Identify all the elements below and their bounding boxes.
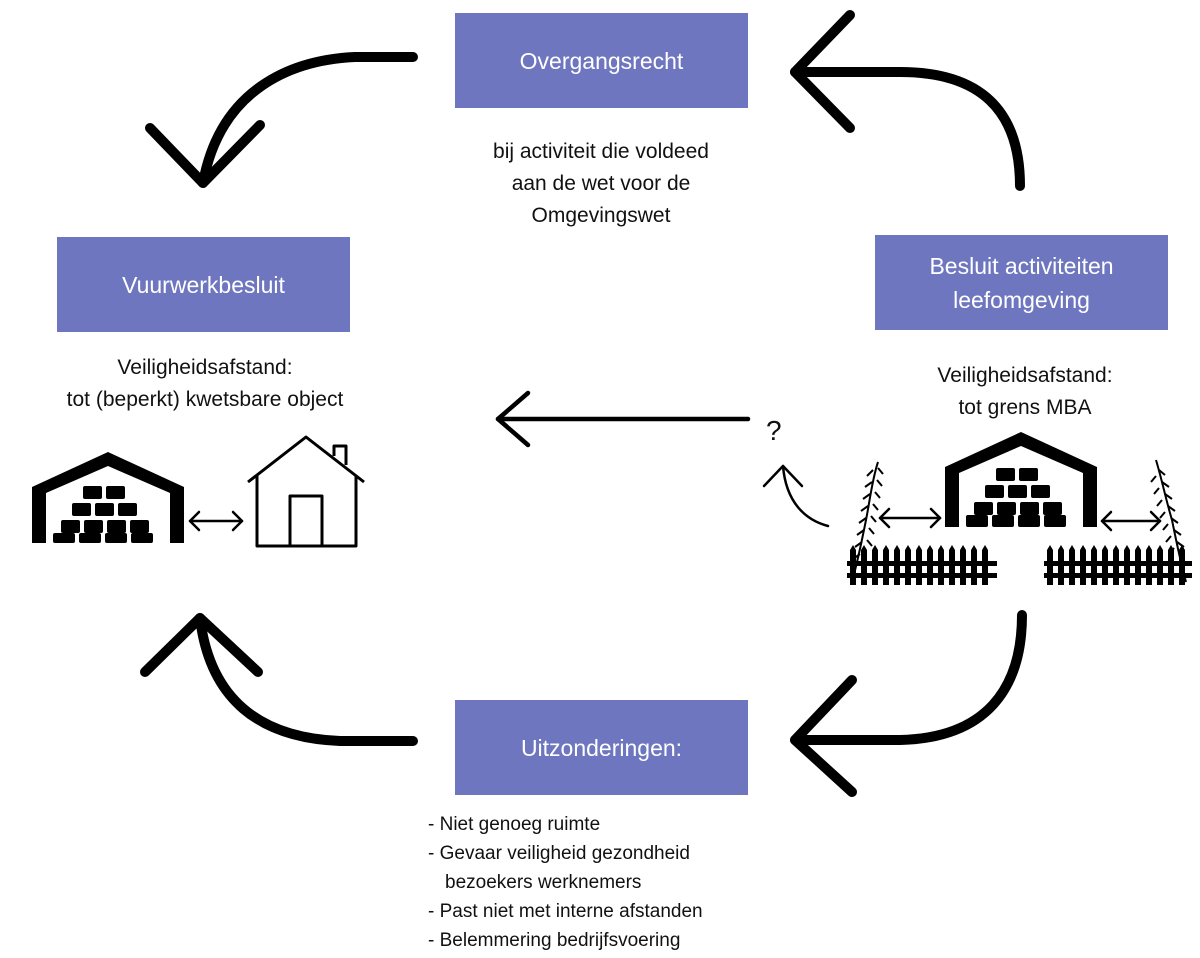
- double-arrow-icon: [878, 507, 942, 529]
- besluit-activiteiten-title-line-2: leefomgeving: [953, 286, 1090, 313]
- besluit-activiteiten-description-line-1: Veiligheidsafstand:: [937, 364, 1113, 387]
- uitzonderingen-item: - Past niet met interne afstanden: [428, 901, 703, 922]
- overgangsrecht-description-line-1: bij activiteit die voldeed: [493, 140, 709, 163]
- question-mark: ?: [766, 415, 782, 446]
- double-arrow-icon: [188, 510, 244, 532]
- uitzonderingen-item: - Belemmering bedrijfsvoering: [428, 930, 681, 951]
- besluit-activiteiten-description-line-2: tot grens MBA: [958, 396, 1092, 419]
- vuurwerkbesluit-box: Vuurwerkbesluit: [57, 237, 350, 332]
- uitzonderingen-box: Uitzonderingen:: [455, 700, 748, 795]
- besluit-activiteiten-title-line-1: Besluit activiteiten: [929, 252, 1114, 279]
- uitzonderingen-item: - Niet genoeg ruimte: [428, 814, 601, 835]
- cycle-arrow-bottom-right: [790, 610, 1027, 797]
- vuurwerkbesluit-title: Vuurwerkbesluit: [122, 271, 285, 298]
- vuurwerkbesluit-description-line-1: Veiligheidsafstand:: [117, 356, 293, 379]
- curved-arrow-icon: [762, 464, 830, 528]
- fence-rail: [847, 561, 997, 566]
- overgangsrecht-description: bij activiteit die voldeed aan de wet vo…: [420, 136, 782, 232]
- house-icon: [247, 435, 365, 548]
- fence-icon: [1044, 545, 1192, 585]
- warehouse-icon: [32, 452, 184, 543]
- uitzonderingen-list: - Niet genoeg ruimte - Gevaar veiligheid…: [428, 810, 828, 955]
- warehouse-icon: [945, 432, 1097, 527]
- overgangsrecht-title: Overgangsrecht: [519, 47, 684, 74]
- uitzonderingen-title: Uitzonderingen:: [520, 734, 683, 761]
- vuurwerkbesluit-description: Veiligheidsafstand: tot (beperkt) kwetsb…: [10, 352, 400, 416]
- uitzonderingen-item: - Gevaar veiligheid gezondheid: [428, 843, 690, 864]
- cycle-arrow-bottom-left: [140, 613, 418, 746]
- fence-rail: [1044, 573, 1192, 578]
- double-arrow-icon: [1100, 510, 1162, 532]
- fence-rail: [847, 573, 997, 578]
- vuurwerkbesluit-description-line-2: tot (beperkt) kwetsbare object: [66, 388, 344, 411]
- overgangsrecht-box: Overgangsrecht: [455, 13, 748, 108]
- fence-rail: [1044, 561, 1192, 566]
- uitzonderingen-item: bezoekers werknemers: [445, 872, 642, 893]
- cycle-arrow-top-left: [145, 52, 418, 188]
- left-pointing-arrow: [495, 390, 751, 448]
- cycle-arrow-top-right: [790, 10, 1025, 191]
- besluit-activiteiten-box: Besluit activiteiten leefomgeving: [875, 235, 1168, 330]
- overgangsrecht-description-line-3: Omgevingswet: [531, 204, 671, 227]
- fence-icon: [847, 545, 997, 585]
- overgangsrecht-description-line-2: aan de wet voor de: [511, 172, 691, 195]
- besluit-activiteiten-description: Veiligheidsafstand: tot grens MBA: [880, 360, 1170, 424]
